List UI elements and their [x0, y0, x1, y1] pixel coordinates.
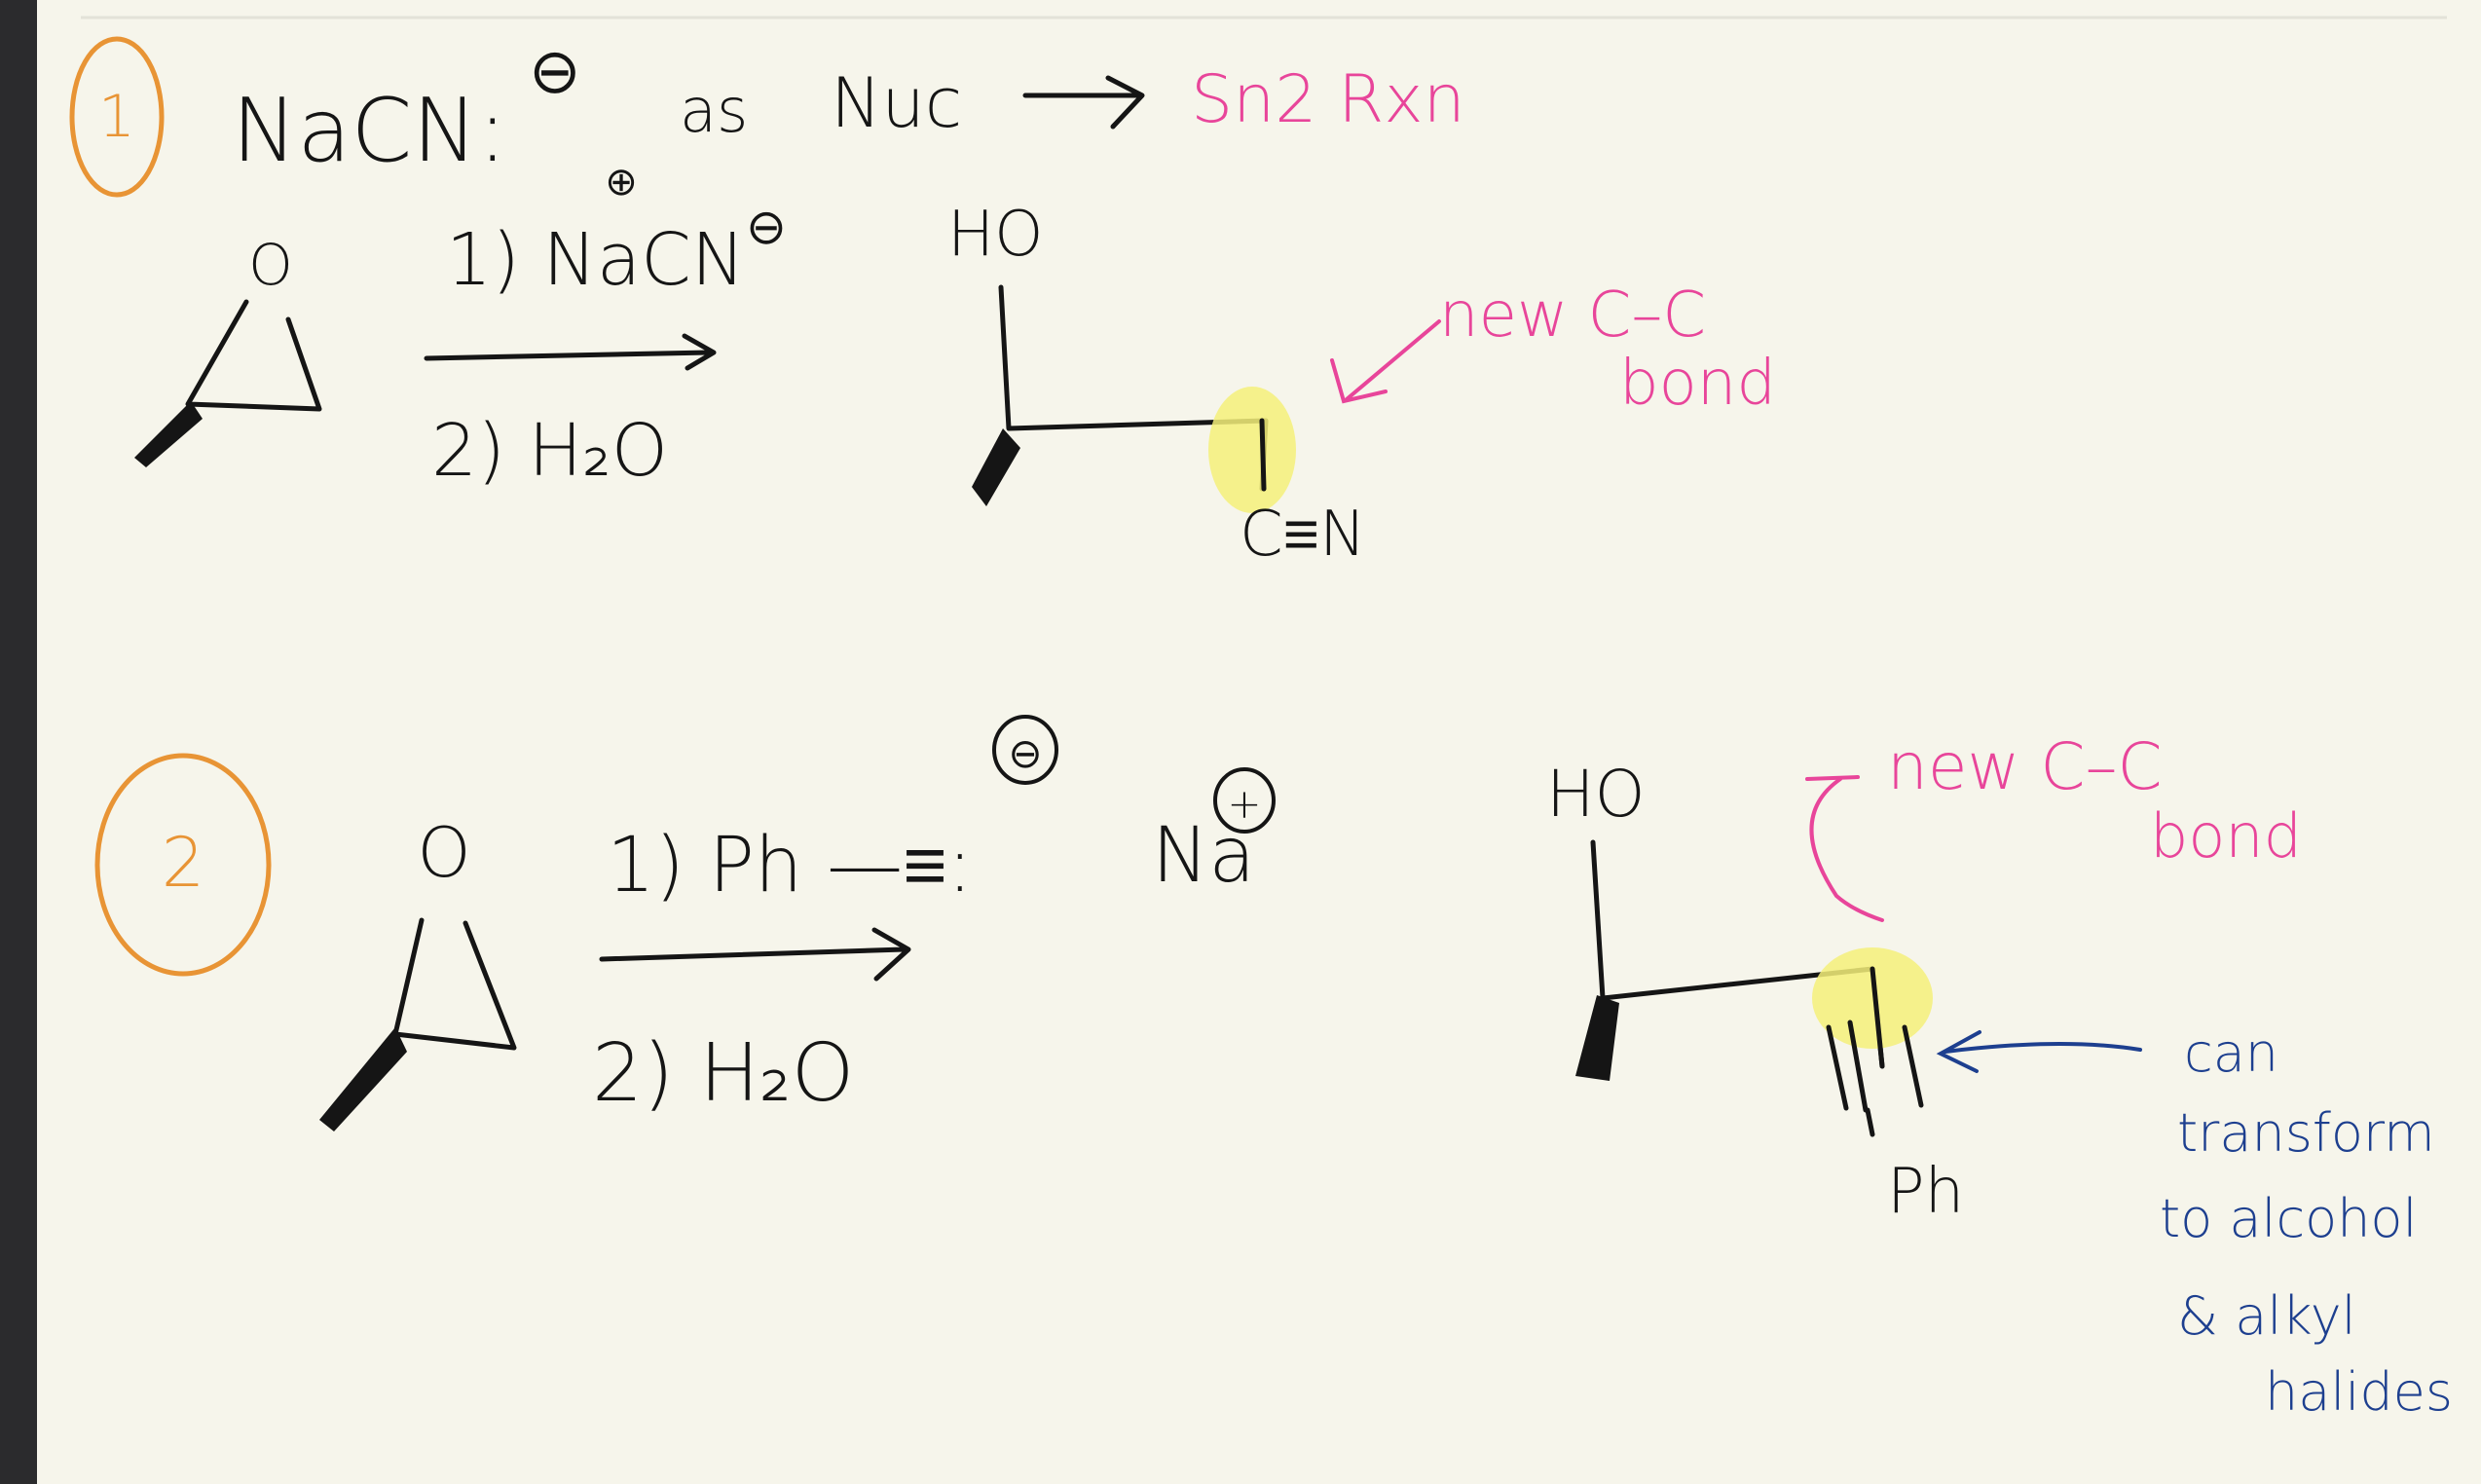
header-reagent: NaCN: [232, 80, 507, 182]
cond2-arrow [599, 927, 911, 982]
left-sidebar [0, 0, 37, 1484]
product2-alkyne [1826, 966, 1924, 1113]
product2-hydroxyl: HO [1546, 757, 1646, 832]
section-1: 1 NaCN: ⊖ as Nuc Sn2 Rxn O ⊕ 1) NaCN ⊖ 2… [69, 36, 1776, 571]
note-line3: to alcohol [2160, 1188, 2417, 1249]
cond1-anion-charge: ⊖ [746, 199, 787, 255]
product1-highlight [1208, 387, 1296, 513]
epoxide2-oxygen: O [417, 813, 470, 893]
note-line1: can [2184, 1022, 2278, 1084]
product1-bond [1259, 418, 1267, 492]
epoxide-wedge [134, 401, 203, 467]
cond2-step1: 1) Ph —≡: [607, 822, 973, 909]
annotation2-line2: bond [2150, 800, 2302, 872]
cond1-step2: 2) H₂O [431, 409, 668, 493]
section-2-circle [94, 753, 272, 977]
cond1-arrow [424, 333, 717, 371]
note-line5: halides [2265, 1361, 2453, 1423]
cond2-charge-circle [992, 715, 1058, 785]
cond2-charge: ⊖ [1008, 729, 1042, 777]
epoxide2-ring [392, 917, 517, 1051]
annotation2-arc [1809, 777, 1884, 922]
product2-phenyl: Ph [1887, 1156, 1964, 1228]
header-as: as [680, 75, 748, 146]
annotation1-line2: bond [1619, 348, 1776, 420]
section-2: 2 O 1) Ph —≡: ⊖ Na + 2) H₂O HO Ph [94, 715, 2453, 1423]
handwritten-notes: 1 NaCN: ⊖ as Nuc Sn2 Rxn O ⊕ 1) NaCN ⊖ 2… [69, 16, 2453, 1423]
header-role: Nuc [831, 63, 962, 143]
annotation2-tick [1805, 775, 1860, 781]
section-2-number: 2 [162, 823, 205, 903]
cond2-counterion-charge: + [1227, 780, 1261, 828]
note-arrow [1936, 1030, 2142, 1073]
annotation1-line1: new C–C [1439, 279, 1706, 352]
header-reaction-type: Sn2 Rxn [1191, 61, 1465, 138]
product1-wedge [972, 428, 1020, 506]
header-charge: ⊖ [529, 36, 581, 108]
product2-bond-to-ph [1865, 1107, 1875, 1137]
cond2-counterion: Na [1152, 812, 1255, 900]
note-line2: transform [2177, 1102, 2435, 1164]
annotation2-line1: new C–C [1887, 729, 2163, 804]
cond1-cation-charge: ⊕ [605, 160, 638, 204]
header-arrow [1022, 75, 1145, 130]
product2-wedge [1575, 995, 1619, 1081]
notes-canvas: 1 NaCN: ⊖ as Nuc Sn2 Rxn O ⊕ 1) NaCN ⊖ 2… [37, 0, 2481, 1484]
cond2-counterion-charge-circle [1213, 767, 1276, 834]
cond1-step1: 1) NaCN [446, 218, 745, 302]
note-line4: & alkyl [2177, 1285, 2356, 1347]
epoxide-ring [185, 299, 322, 412]
epoxide2-wedge [319, 1027, 407, 1132]
cond2-step2: 2) H₂O [592, 1027, 854, 1120]
product1-nitrile: C≡N [1240, 499, 1366, 571]
section-1-circle [69, 36, 165, 198]
annotation1-arrow [1330, 319, 1441, 404]
epoxide-oxygen: O [248, 232, 293, 298]
product1-hydroxyl: HO [947, 199, 1044, 271]
product2-highlight [1812, 947, 1933, 1049]
section-1-number: 1 [98, 83, 135, 151]
